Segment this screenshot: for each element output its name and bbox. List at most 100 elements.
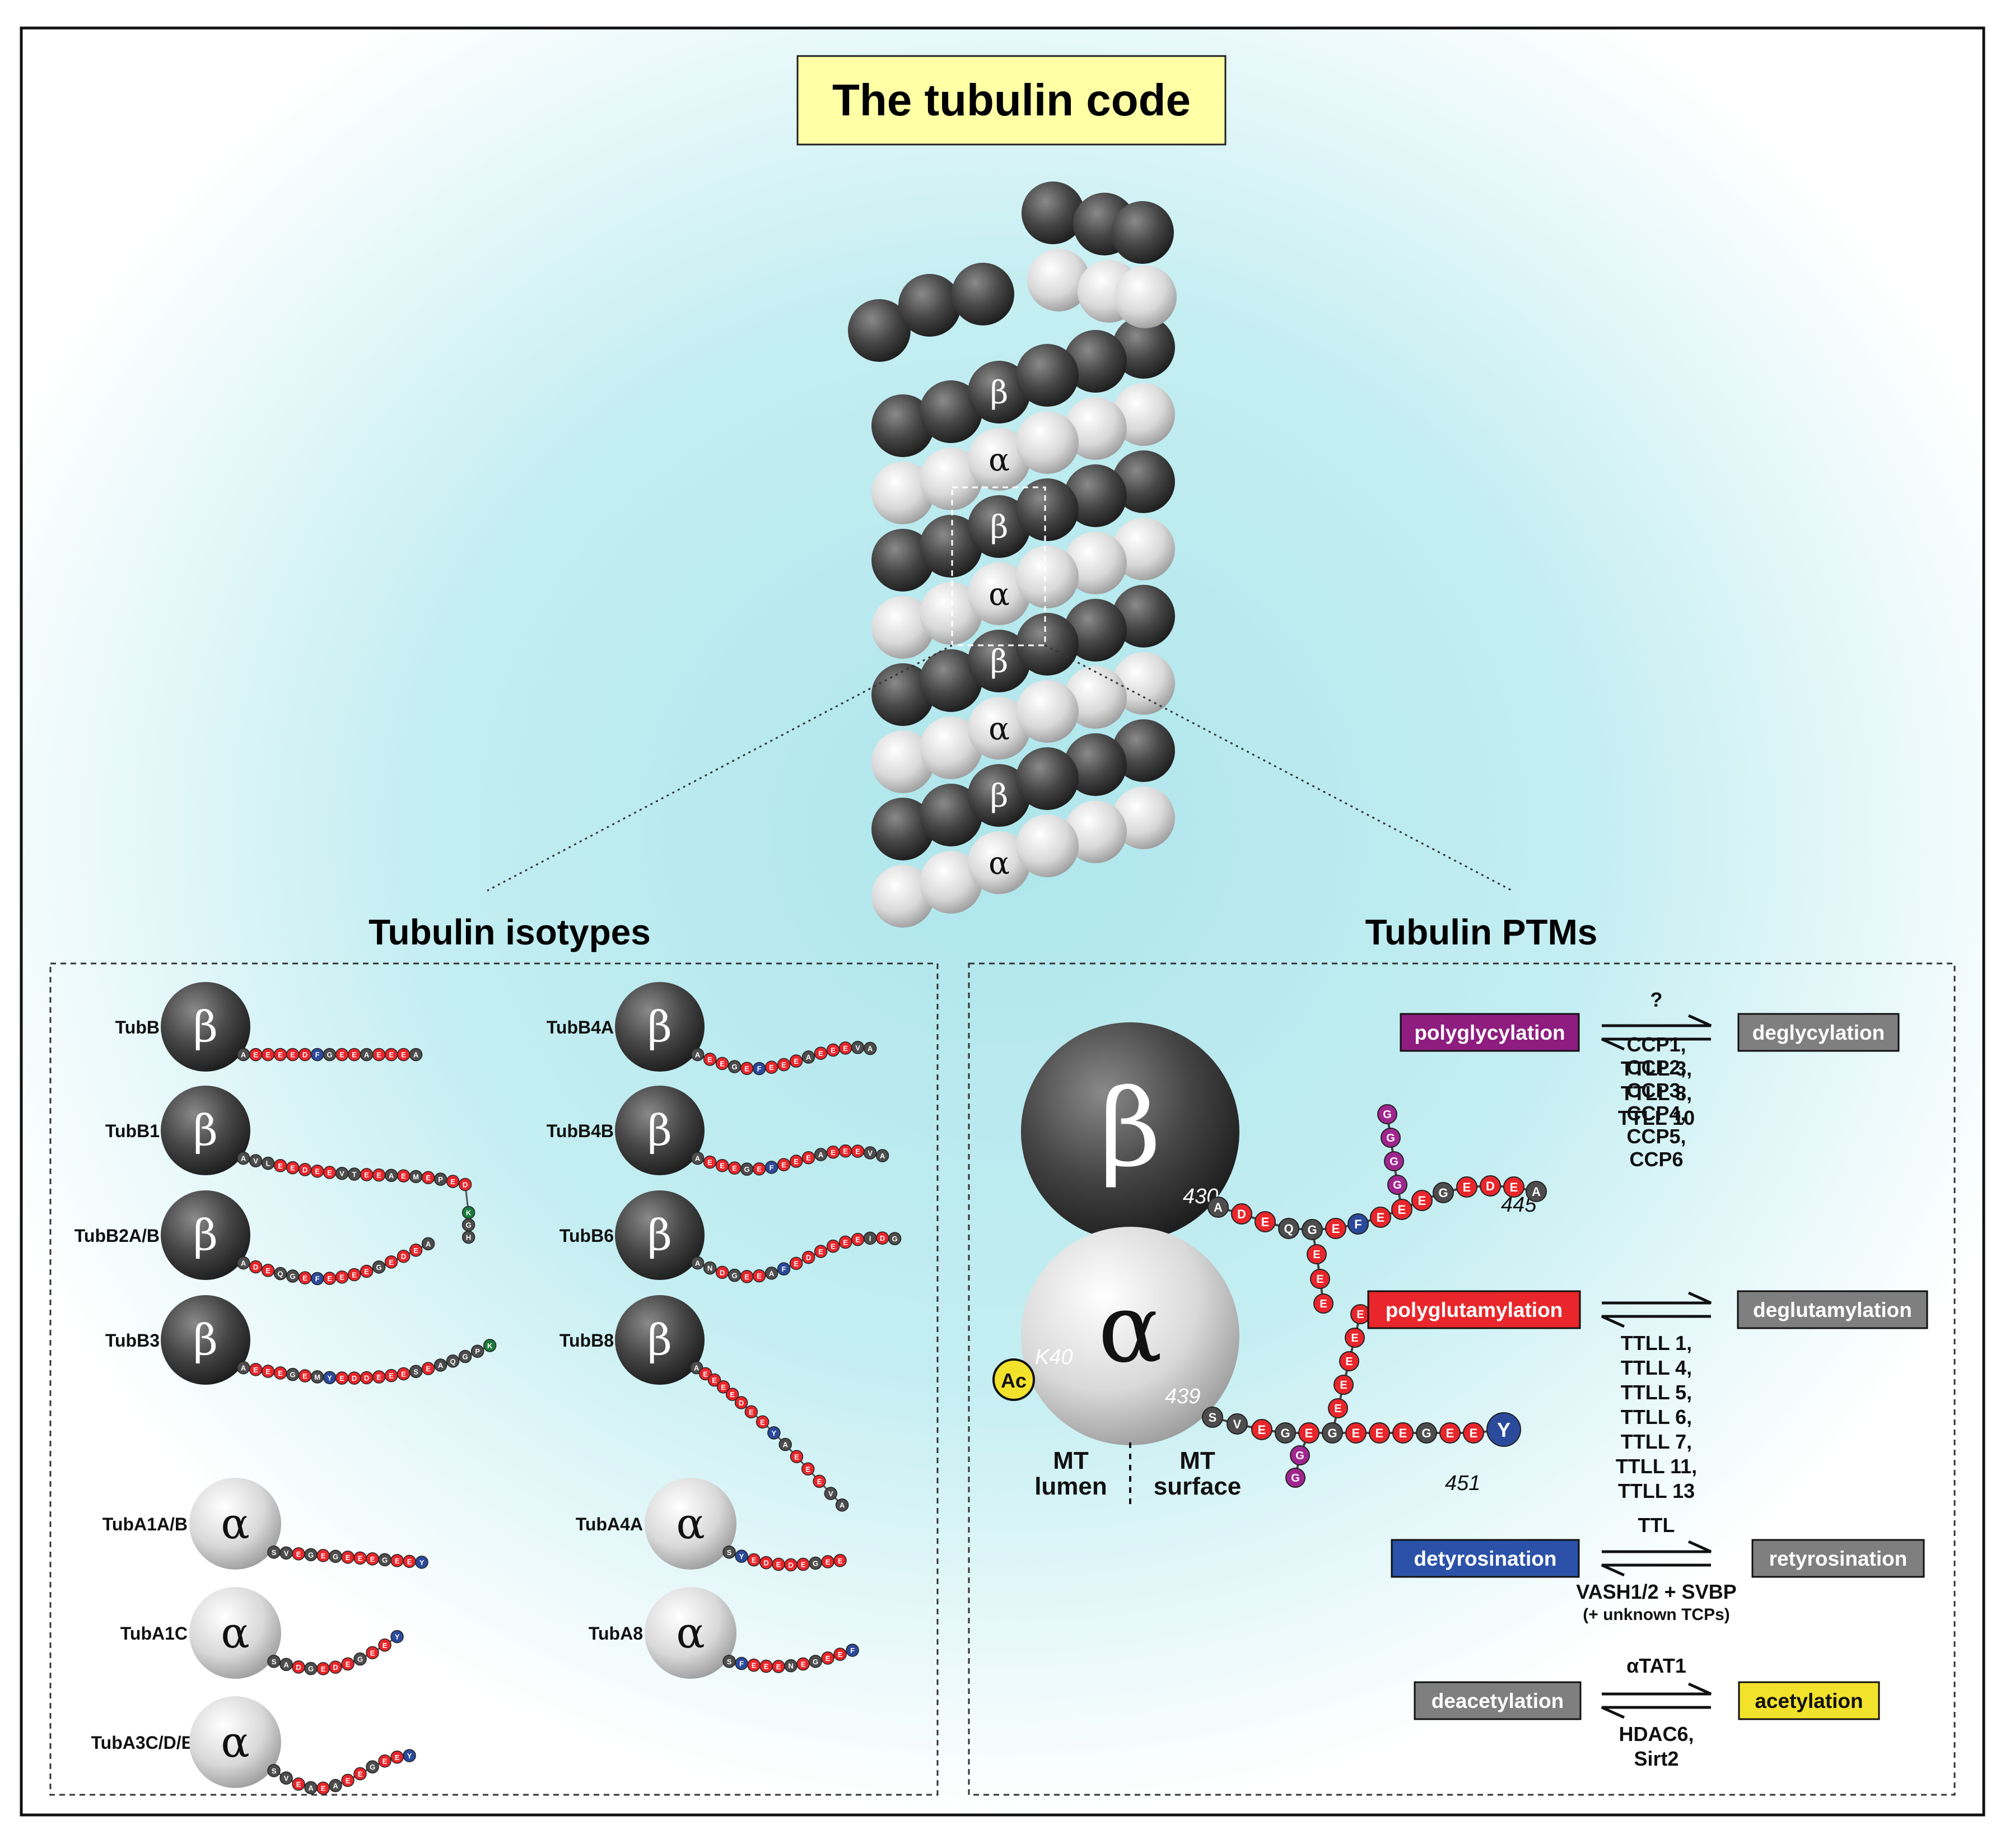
residue-bead: E xyxy=(366,1646,379,1659)
residue-bead: E xyxy=(753,1270,766,1282)
residue-bead: A xyxy=(779,1439,791,1451)
residue-bead: A xyxy=(237,1152,250,1165)
residue-letter: D xyxy=(302,1166,307,1174)
residue-letter: A xyxy=(283,1660,289,1669)
residue-letter: V xyxy=(339,1170,344,1178)
residue-letter: D xyxy=(253,1263,258,1271)
residue-letter: E xyxy=(278,1162,283,1170)
residue-letter: E xyxy=(321,1665,326,1673)
residue-bead: E xyxy=(336,1372,348,1384)
residue-letter: A xyxy=(241,1051,246,1059)
enzyme-above: ? xyxy=(1650,988,1663,1011)
residue-bead: G xyxy=(373,1261,385,1273)
residue-bead: S xyxy=(723,1546,735,1558)
residue-letter: E xyxy=(302,1274,307,1282)
residue-letter: D xyxy=(352,1374,357,1382)
residue-bead: E xyxy=(292,1778,305,1790)
residue-letter: D xyxy=(739,1399,744,1407)
residue-bead: E xyxy=(822,1556,834,1568)
residue-bead: Y xyxy=(768,1427,780,1439)
residue-letter: V xyxy=(284,1774,289,1782)
enzyme-below: TTLL 6, xyxy=(1621,1405,1692,1428)
residue-bead: E xyxy=(317,1549,329,1562)
residue-bead: E xyxy=(840,1145,852,1157)
residue-bead: A xyxy=(410,1049,422,1061)
residue-bead: S xyxy=(268,1546,280,1558)
residue-letter: E xyxy=(1340,1379,1347,1391)
residue-letter: E xyxy=(278,1369,283,1377)
residue-bead: E xyxy=(385,1256,398,1268)
residue-bead: E xyxy=(410,1244,422,1256)
residue-bead: E xyxy=(1314,1294,1333,1313)
enzyme-above: CCP6 xyxy=(1629,1148,1683,1171)
residue-letter: G xyxy=(1386,1132,1395,1144)
residue-letter: E xyxy=(781,1161,786,1169)
enzyme-below: TTLL 5, xyxy=(1621,1381,1692,1404)
residue-letter: F xyxy=(757,1065,762,1073)
residue-letter: A xyxy=(389,1171,394,1180)
residue-bead: V xyxy=(824,1487,837,1500)
residue-bead: E xyxy=(840,1236,852,1248)
residue-letter: E xyxy=(290,1164,295,1172)
residue-bead: M xyxy=(410,1170,422,1183)
subunit-symbol: α xyxy=(676,1608,705,1658)
residue-letter: A xyxy=(695,1155,701,1163)
alpha-tubulin-sphere xyxy=(1016,680,1079,743)
residue-letter: G xyxy=(1291,1472,1300,1484)
subunit-symbol: β xyxy=(647,1210,672,1260)
residue-letter: V xyxy=(855,1044,860,1052)
residue-bead: G xyxy=(1384,1152,1404,1171)
residue-letter: E xyxy=(831,1242,836,1251)
lumen-label-line2: lumen xyxy=(1034,1473,1107,1500)
residue-bead: A xyxy=(305,1781,317,1794)
residue-letter: D xyxy=(880,1234,885,1242)
lumen-label-line1: MT xyxy=(1053,1447,1089,1474)
residue-letter: Y xyxy=(739,1552,744,1561)
residue-letter: E xyxy=(1345,1356,1353,1368)
residue-bead: A xyxy=(1208,1197,1228,1217)
residue-bead: Y xyxy=(324,1371,336,1384)
residue-bead: F xyxy=(311,1049,324,1061)
residue-bead: V xyxy=(864,1147,876,1159)
residue-letter: E xyxy=(364,1267,369,1276)
residue-letter: A xyxy=(695,1051,701,1059)
residue-bead: E xyxy=(1307,1245,1326,1264)
enzyme-above: CCP2, xyxy=(1626,1056,1686,1079)
residue-letter: S xyxy=(413,1367,418,1376)
residue-letter: S xyxy=(1209,1411,1217,1425)
residue-bead: D xyxy=(348,1372,361,1384)
isotype-label: TubA8 xyxy=(589,1623,643,1644)
residue-letter: Q xyxy=(450,1357,456,1366)
residue-letter: G xyxy=(732,1063,738,1071)
residue-letter: A xyxy=(868,1045,873,1053)
residue-bead: A xyxy=(280,1658,292,1670)
residue-bead: E xyxy=(729,1162,741,1174)
residue-letter: E xyxy=(805,1465,810,1473)
residue-bead: A xyxy=(692,1049,704,1061)
residue-bead: N xyxy=(785,1660,797,1672)
residue-letter: D xyxy=(1237,1207,1246,1221)
residue-letter: E xyxy=(838,1650,843,1659)
residue-letter: G xyxy=(1327,1426,1337,1440)
residue-bead: E xyxy=(361,1169,373,1181)
residue-letter: G xyxy=(1307,1223,1317,1237)
residue-bead: E xyxy=(373,1169,385,1181)
residue-bead: E xyxy=(250,1049,262,1061)
residue-letter: A xyxy=(308,1784,314,1792)
residue-letter: E xyxy=(302,1372,307,1380)
residue-bead: G xyxy=(1381,1128,1400,1147)
residue-bead: G xyxy=(463,1219,475,1231)
residue-bead: Y xyxy=(416,1556,428,1568)
residue-bead: E xyxy=(342,1658,354,1670)
residue-letter: G xyxy=(466,1221,472,1230)
residue-bead: E xyxy=(317,1782,329,1794)
residue-bead: G xyxy=(329,1550,342,1562)
residue-bead: D xyxy=(876,1232,889,1244)
residue-letter: F xyxy=(739,1660,744,1668)
residue-letter: E xyxy=(383,1641,388,1650)
residue-bead: A xyxy=(435,1359,447,1371)
residue-bead: V xyxy=(250,1155,262,1167)
residue-bead: E xyxy=(398,1049,410,1061)
residue-letter: E xyxy=(253,1051,258,1059)
